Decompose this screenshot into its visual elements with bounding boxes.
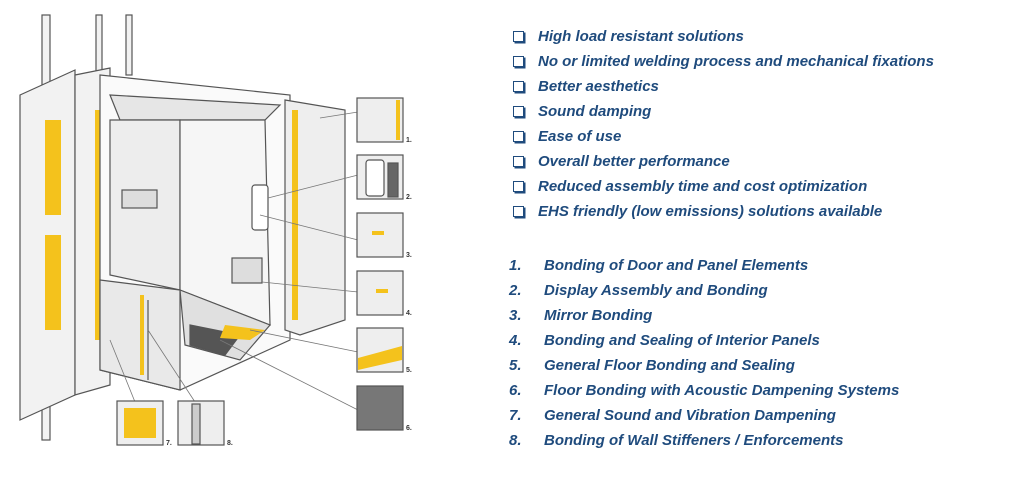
guide-rail xyxy=(95,14,103,76)
checkbox-bullet-icon xyxy=(513,206,524,217)
detail-7-damping-pad xyxy=(124,408,156,438)
callout-line xyxy=(147,329,196,403)
detail-3-adhesive xyxy=(372,231,384,235)
wall-stiffener xyxy=(140,295,144,375)
benefit-text: Sound damping xyxy=(538,103,652,120)
detail-8 xyxy=(177,400,225,446)
callout-2: 2. xyxy=(406,194,412,201)
item-number: 6. xyxy=(509,382,522,399)
adhesive-strip xyxy=(45,120,61,215)
detail-6 xyxy=(356,385,404,431)
callout-5: 5. xyxy=(406,367,412,374)
callout-6: 6. xyxy=(406,425,412,432)
item-number: 1. xyxy=(509,257,522,274)
benefit-text: EHS friendly (low emissions) solutions a… xyxy=(538,203,883,220)
list-item: Sound damping xyxy=(505,99,934,124)
detail-4-adhesive xyxy=(376,289,388,293)
application-text: Floor Bonding with Acoustic Dampening Sy… xyxy=(544,382,900,399)
detail-5-adhesive xyxy=(358,346,402,370)
application-text: Bonding and Sealing of Interior Panels xyxy=(544,332,820,349)
detail-1-adhesive xyxy=(396,100,400,140)
checkbox-bullet-icon xyxy=(513,131,524,142)
checkbox-bullet-icon xyxy=(513,181,524,192)
benefit-text: Ease of use xyxy=(538,128,622,145)
item-number: 7. xyxy=(509,407,522,424)
callout-line xyxy=(249,329,359,353)
callout-line xyxy=(219,339,359,411)
benefit-text: Overall better performance xyxy=(538,153,730,170)
callout-line xyxy=(319,111,359,119)
handrail xyxy=(121,189,158,209)
benefit-text: Reduced assembly time and cost optimizat… xyxy=(538,178,868,195)
checkbox-bullet-icon xyxy=(513,56,524,67)
list-item: No or limited welding process and mechan… xyxy=(505,49,934,74)
list-item: 1. Bonding of Door and Panel Elements xyxy=(505,253,899,278)
detail-1 xyxy=(356,97,404,143)
checkbox-bullet-icon xyxy=(513,31,524,42)
adhesive-strip xyxy=(292,110,298,320)
item-number: 4. xyxy=(509,332,522,349)
application-text: Display Assembly and Bonding xyxy=(544,282,768,299)
guide-rail xyxy=(125,14,133,76)
right-side-wall xyxy=(284,99,346,336)
list-item: 3. Mirror Bonding xyxy=(505,303,899,328)
item-number: 2. xyxy=(509,282,522,299)
detail-2-display xyxy=(365,159,385,197)
application-text: Bonding of Door and Panel Elements xyxy=(544,257,809,274)
list-item: 7. General Sound and Vibration Dampening xyxy=(505,403,899,428)
callout-lines xyxy=(109,111,359,411)
list-item: 8. Bonding of Wall Stiffeners / Enforceme… xyxy=(505,428,899,453)
item-number: 5. xyxy=(509,357,522,374)
elevator-illustration: 1. 2. 3. 4. 5. 6. 7. 8. xyxy=(19,14,412,447)
floor-adhesive xyxy=(220,325,265,340)
list-item: EHS friendly (low emissions) solutions a… xyxy=(505,199,934,224)
applications-list: 1. Bonding of Door and Panel Elements 2. D… xyxy=(505,253,899,453)
callout-3: 3. xyxy=(406,252,412,259)
list-item: 4. Bonding and Sealing of Interior Panels xyxy=(505,328,899,353)
adhesive-strip xyxy=(45,235,61,330)
callout-line xyxy=(267,174,359,199)
list-item: High load resistant solutions xyxy=(505,24,934,49)
application-text: General Sound and Vibration Dampening xyxy=(544,407,836,424)
list-item: Better aesthetics xyxy=(505,74,934,99)
checkbox-bullet-icon xyxy=(513,81,524,92)
detail-3 xyxy=(356,212,404,258)
callout-line xyxy=(109,339,136,403)
detail-2-backing xyxy=(387,162,399,198)
list-item: Ease of use xyxy=(505,124,934,149)
checkbox-bullet-icon xyxy=(513,156,524,167)
callout-line xyxy=(261,281,359,293)
detail-8-stiffener xyxy=(191,403,201,445)
adhesive-strip xyxy=(95,110,101,340)
application-text: General Floor Bonding and Sealing xyxy=(544,357,795,374)
list-item: 2. Display Assembly and Bonding xyxy=(505,278,899,303)
application-text: Bonding of Wall Stiffeners / Enforcement… xyxy=(544,432,844,449)
callout-1: 1. xyxy=(406,137,412,144)
benefit-text: No or limited welding process and mechan… xyxy=(538,53,934,70)
callout-line xyxy=(259,214,359,241)
callout-7: 7. xyxy=(166,440,172,447)
list-item: Reduced assembly time and cost optimizat… xyxy=(505,174,934,199)
item-number: 8. xyxy=(509,432,522,449)
callout-4: 4. xyxy=(406,310,412,317)
list-item: 6. Floor Bonding with Acoustic Dampening … xyxy=(505,378,899,403)
list-item: 5. General Floor Bonding and Sealing xyxy=(505,353,899,378)
checkbox-bullet-icon xyxy=(513,106,524,117)
application-text: Mirror Bonding xyxy=(544,307,653,324)
control-panel xyxy=(251,184,269,231)
benefit-text: High load resistant solutions xyxy=(538,28,744,45)
wall-panel xyxy=(231,257,263,284)
benefits-list: High load resistant solutions No or limi… xyxy=(505,24,934,224)
list-item: Overall better performance xyxy=(505,149,934,174)
item-number: 3. xyxy=(509,307,522,324)
callout-8: 8. xyxy=(227,440,233,447)
benefit-text: Better aesthetics xyxy=(538,78,659,95)
